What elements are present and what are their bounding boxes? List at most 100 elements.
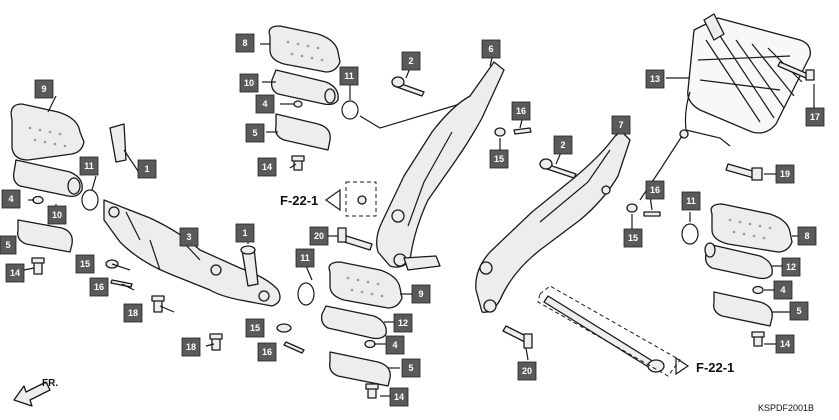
svg-text:10: 10	[52, 210, 62, 220]
callout-16: 16	[511, 101, 531, 121]
left-bolts-18	[151, 295, 223, 351]
svg-text:3: 3	[186, 232, 191, 242]
svg-text:14: 14	[780, 339, 790, 349]
callout-16: 16	[89, 277, 109, 297]
svg-text:10: 10	[244, 78, 254, 88]
svg-text:20: 20	[522, 366, 532, 376]
callout-14: 14	[775, 334, 795, 354]
svg-text:4: 4	[780, 285, 785, 295]
callout-15: 15	[75, 254, 95, 274]
callout-14: 14	[389, 387, 409, 407]
long-axle	[537, 285, 681, 377]
callout-6: 6	[481, 39, 501, 59]
svg-text:5: 5	[252, 128, 257, 138]
pin-2-right	[539, 158, 577, 179]
bolt-20-left	[328, 227, 373, 251]
callout-20: 20	[517, 361, 537, 381]
callout-19: 19	[775, 164, 795, 184]
svg-text:11: 11	[84, 161, 94, 171]
svg-text:16: 16	[650, 185, 660, 195]
callout-4: 4	[773, 280, 793, 300]
callout-2: 2	[401, 51, 421, 71]
left-bolt-1	[240, 245, 259, 287]
callout-20: 20	[309, 226, 329, 246]
svg-text:15: 15	[628, 233, 638, 243]
callout-12: 12	[393, 313, 413, 333]
callout-11: 11	[681, 191, 701, 211]
pin-16-upper	[513, 127, 532, 135]
callout-1: 1	[235, 223, 255, 243]
left-footpeg-plate	[17, 219, 73, 253]
callout-4: 4	[255, 94, 275, 114]
svg-text:7: 7	[618, 120, 623, 130]
right-plate	[713, 291, 773, 327]
left-footpeg-rubber	[10, 103, 85, 161]
right-step-bracket	[376, 61, 505, 271]
svg-text:19: 19	[780, 169, 790, 179]
pin-16-right	[643, 211, 661, 217]
bolt-19	[725, 163, 763, 181]
center-peg-base	[320, 305, 387, 340]
svg-text:2: 2	[408, 56, 413, 66]
svg-text:14: 14	[10, 268, 20, 278]
carrier-rack	[639, 13, 811, 201]
leader-lines-top	[260, 43, 461, 169]
left-oring	[81, 189, 99, 211]
svg-text:16: 16	[262, 347, 272, 357]
svg-text:13: 13	[650, 74, 660, 84]
callout-11: 11	[339, 66, 359, 86]
washer-15-right	[626, 203, 638, 213]
pin-2	[391, 76, 425, 97]
center-bolt-14	[365, 383, 379, 399]
reference-arrow-lower: F-22-1	[675, 356, 734, 376]
svg-text:16: 16	[516, 106, 526, 116]
center-washer	[364, 339, 376, 349]
callout-4: 4	[385, 335, 405, 355]
callout-8: 8	[797, 226, 817, 246]
upper-oring	[341, 100, 359, 120]
callout-7: 7	[611, 115, 631, 135]
callout-12: 12	[781, 257, 801, 277]
svg-text:18: 18	[186, 342, 196, 352]
callout-15: 15	[489, 149, 509, 169]
svg-text:11: 11	[344, 71, 354, 81]
right-oring	[681, 223, 699, 245]
callout-3: 3	[179, 227, 199, 247]
callout-11: 11	[295, 248, 315, 268]
svg-text:9: 9	[418, 289, 423, 299]
callout-18: 18	[181, 337, 201, 357]
leader-lines-rack	[666, 77, 815, 108]
callout-5: 5	[789, 301, 809, 321]
svg-text:12: 12	[786, 262, 796, 272]
leader-lines-left	[23, 95, 249, 347]
callout-14: 14	[5, 263, 25, 283]
svg-text:1: 1	[242, 228, 247, 238]
right-peg-rubber	[710, 203, 793, 253]
right-washer	[752, 285, 764, 295]
svg-text:2: 2	[560, 140, 565, 150]
upper-washer	[293, 100, 303, 108]
left-washer	[32, 195, 44, 205]
front-direction-arrow: FR.	[13, 378, 58, 407]
leader-lines-right-peg	[689, 212, 798, 345]
washer-15-upper	[494, 127, 506, 137]
callout-5: 5	[0, 235, 17, 255]
callout-2: 2	[553, 135, 573, 155]
svg-text:17: 17	[810, 112, 820, 122]
callout-5: 5	[245, 123, 265, 143]
callout-10: 10	[47, 205, 67, 225]
callout-14: 14	[257, 157, 277, 177]
center-plate	[329, 351, 391, 387]
reference-arrow-upper: F-22-1	[280, 181, 377, 217]
svg-text:11: 11	[686, 196, 696, 206]
left-bracket-assembly	[103, 123, 281, 307]
front-direction-label: FR.	[42, 378, 58, 389]
svg-text:5: 5	[5, 240, 10, 250]
svg-text:11: 11	[300, 253, 310, 263]
reference-label-upper: F-22-1	[280, 193, 318, 208]
callout-17: 17	[805, 107, 825, 127]
callout-18: 18	[123, 303, 143, 323]
center-peg-rubber	[328, 261, 403, 309]
